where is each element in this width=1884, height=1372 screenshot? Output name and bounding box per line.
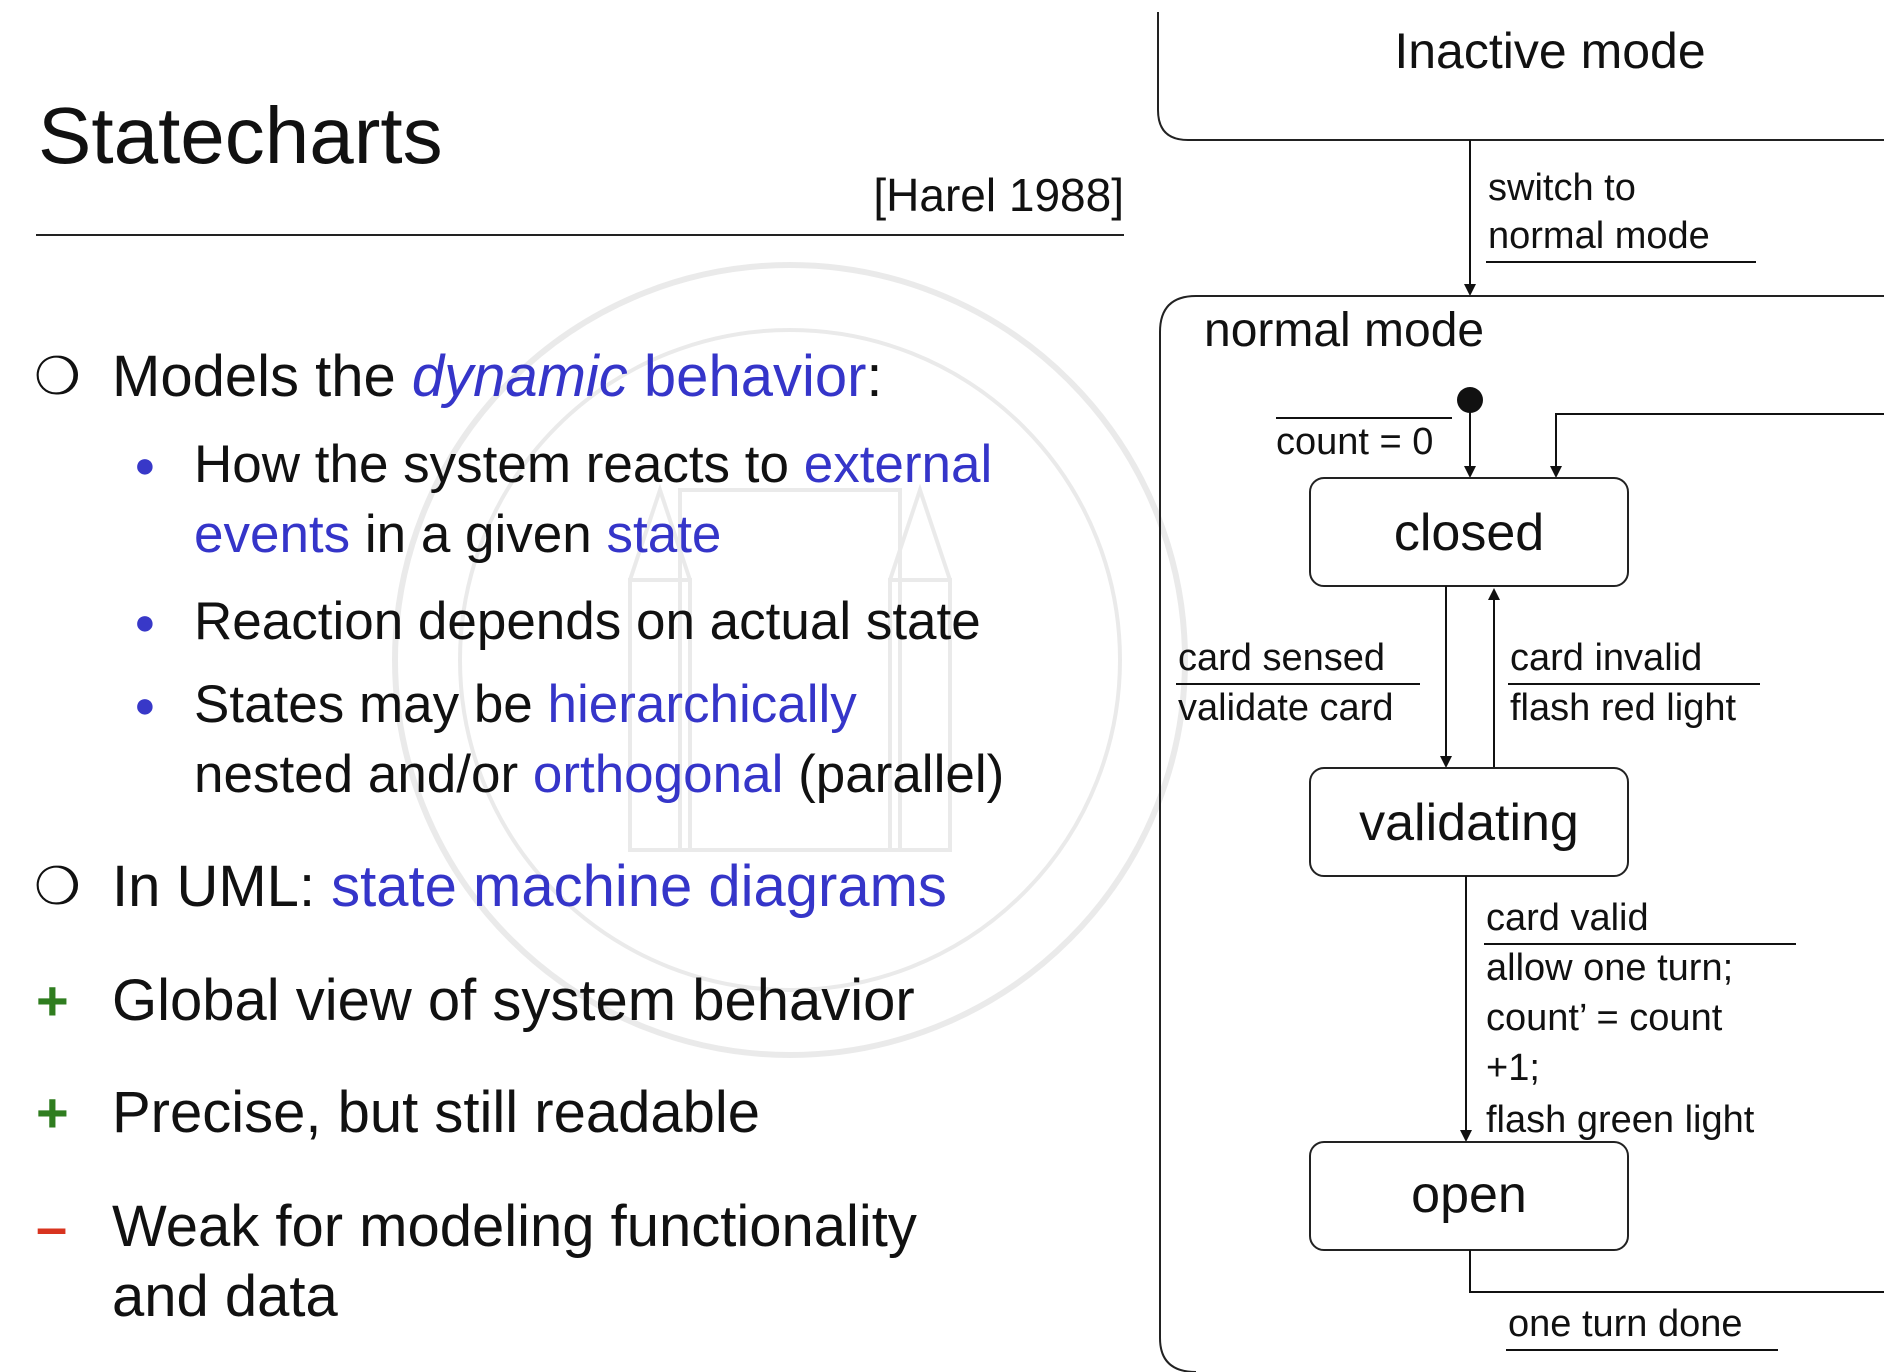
- highlight-state: state: [606, 505, 722, 564]
- normal-mode-label: normal mode: [1204, 304, 1484, 357]
- pro-precise: Precise, but still readable: [112, 1080, 760, 1145]
- sub-text: How the system reacts to: [194, 435, 804, 494]
- validating-state: [1309, 767, 1629, 877]
- sub-text: nested and/or: [194, 745, 533, 804]
- card-valid-action-1: allow one turn;: [1486, 947, 1733, 989]
- highlight-state-machine-diagrams: state machine diagrams: [331, 854, 947, 919]
- highlight-events: events: [194, 505, 351, 564]
- sub-text: States may be: [194, 675, 548, 734]
- minus-icon: –: [36, 1195, 68, 1258]
- normal-mode-transition-label: normal mode: [1488, 215, 1710, 257]
- con-text: Weak for modeling functionality: [112, 1194, 917, 1259]
- sub-text: (parallel): [783, 745, 1005, 804]
- card-invalid-event: card invalid: [1510, 637, 1702, 679]
- card-valid-action-2: count’ = count: [1486, 997, 1723, 1039]
- point-text: Models the: [112, 344, 412, 409]
- circle-bullet-icon: ❍: [34, 858, 81, 916]
- point-text-end: :: [866, 344, 883, 409]
- university-seal-watermark: [392, 262, 1188, 1058]
- initial-action-label: count = 0: [1276, 421, 1433, 463]
- sub-point-reacts: How the system reacts to external events…: [194, 430, 992, 570]
- title-divider: [36, 234, 1124, 236]
- sub-text: in a given: [350, 505, 607, 564]
- highlight-dynamic: dynamic: [411, 344, 628, 409]
- circle-bullet-icon: ❍: [34, 348, 81, 406]
- highlight-external: external: [803, 435, 993, 494]
- sub-point-hierarchical: States may be hierarchically nested and/…: [194, 670, 1004, 810]
- return-transition: [1550, 413, 1884, 478]
- plus-icon: +: [36, 1081, 69, 1144]
- sub-point-reaction: Reaction depends on actual state: [194, 592, 981, 651]
- card-sensed-action: validate card: [1178, 687, 1393, 729]
- sub-bullet-icon: ●: [134, 601, 156, 642]
- normal-mode-state: [1159, 295, 1884, 1372]
- highlight-hierarchically: hierarchically: [547, 675, 857, 734]
- card-valid-action-3: +1;: [1486, 1047, 1540, 1089]
- one-turn-done-label: one turn done: [1508, 1303, 1743, 1345]
- sub-bullet-icon: ●: [134, 684, 156, 725]
- sub-bullet-icon: ●: [134, 444, 156, 485]
- transition-one-turn-done: [1469, 1250, 1884, 1293]
- inactive-mode-label: Inactive mode: [1394, 23, 1705, 79]
- point-dynamic-behavior: Models the dynamic behavior:: [112, 342, 883, 412]
- card-valid-action-4: flash green light: [1486, 1099, 1755, 1141]
- inactive-mode-state: [1157, 12, 1884, 141]
- point-uml: In UML: state machine diagrams: [112, 852, 947, 922]
- pro-global-view: Global view of system behavior: [112, 968, 915, 1033]
- initial-state-dot: [1457, 387, 1483, 413]
- highlight-behavior: behavior: [627, 344, 867, 409]
- citation: [Harel 1988]: [873, 169, 1124, 221]
- highlight-orthogonal: orthogonal: [532, 745, 784, 804]
- con-text: and data: [112, 1264, 338, 1329]
- plus-icon: +: [36, 969, 69, 1032]
- validating-label: validating: [1359, 794, 1579, 852]
- closed-state: [1309, 477, 1629, 587]
- point-text: In UML:: [112, 854, 332, 919]
- open-label: open: [1411, 1166, 1527, 1224]
- card-invalid-action: flash red light: [1510, 687, 1736, 729]
- con-weak-functionality: Weak for modeling functionality and data: [112, 1192, 917, 1332]
- switch-to-label: switch to: [1488, 167, 1636, 209]
- closed-label: closed: [1394, 504, 1544, 562]
- card-sensed-event: card sensed: [1178, 637, 1385, 679]
- card-valid-event: card valid: [1486, 897, 1649, 939]
- slide-title: Statecharts: [38, 91, 443, 180]
